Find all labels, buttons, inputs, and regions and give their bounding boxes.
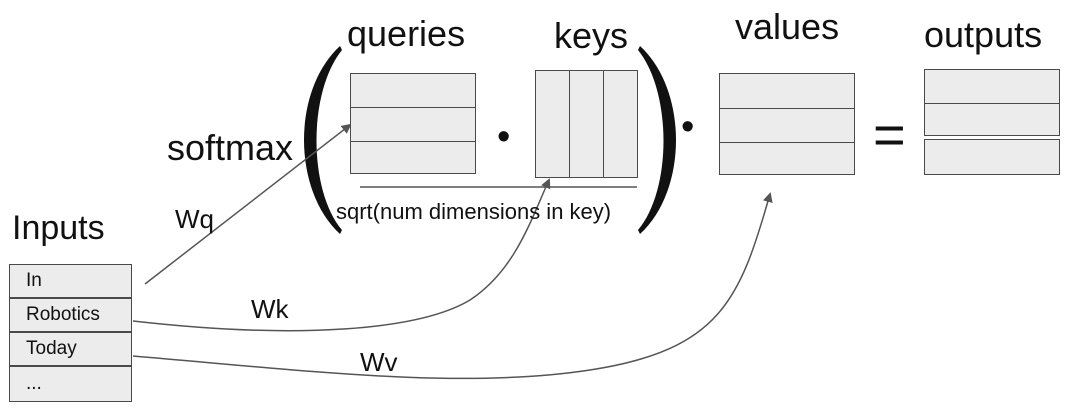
queries-row [351,107,475,141]
input-token: Robotics [26,304,100,325]
wv-label: Wv [360,347,398,377]
input-token: In [26,270,42,291]
right-parenthesis [638,46,676,234]
input-row-ellipsis: ... [9,366,132,402]
values-row [720,142,854,176]
values-row [720,74,854,108]
values-row [720,108,854,142]
values-label: values [735,6,840,47]
dot-operator: • [497,116,511,158]
inputs-label: Inputs [12,209,105,247]
keys-label: keys [554,15,629,56]
values-matrix [719,73,855,175]
input-row-robotics: Robotics [9,298,132,332]
outputs-row [925,70,1059,103]
queries-row [351,141,475,175]
denominator-text: sqrt(num dimensions in key) [336,199,612,224]
keys-column [603,71,604,177]
dot-operator-2: • [681,106,695,148]
queries-row [351,74,475,107]
input-token: Today [26,338,77,359]
outputs-matrix-row [924,139,1060,175]
keys-column [569,71,570,177]
equals-sign: = [873,103,906,166]
queries-matrix [350,73,476,174]
input-token: ... [26,373,42,394]
outputs-matrix [924,69,1060,136]
wk-arrow [132,178,551,332]
wk-label: Wk [251,294,289,324]
left-parenthesis [304,46,342,234]
outputs-row [925,103,1059,137]
outputs-label: outputs [924,14,1043,55]
input-row-in: In [9,264,132,298]
softmax-label: softmax [167,127,294,168]
input-row-today: Today [9,332,132,366]
wq-label: Wq [175,204,214,234]
keys-matrix [535,70,638,178]
queries-label: queries [347,13,466,54]
wq-arrow [144,123,352,285]
wv-arrow [132,192,773,380]
